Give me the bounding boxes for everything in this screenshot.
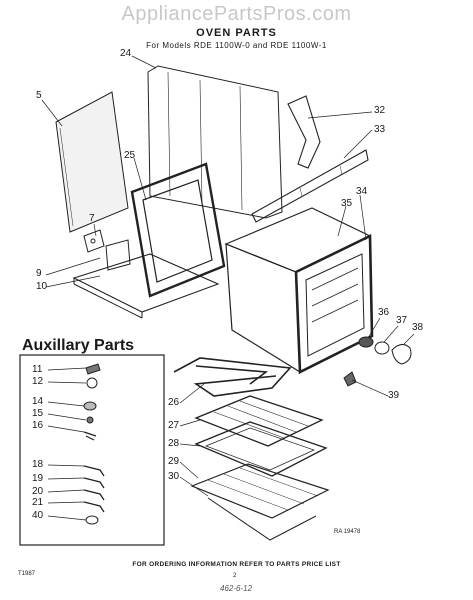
broiler-pan-part-28 [194,421,328,477]
front-frame-part-25 [130,162,226,298]
page-number: 2 [233,573,237,579]
callout-29: 29 [168,456,180,467]
support-rail-part-33 [251,149,369,223]
ordering-info-note: FOR ORDERING INFORMATION REFER TO PARTS … [132,561,341,568]
side-panel-part-5 [55,91,129,233]
callout-30: 30 [168,471,180,482]
aux-callout-11: 11 [32,364,43,375]
base-part-10 [72,253,220,319]
aux-callout-19: 19 [32,473,44,484]
callout-39: 39 [388,390,400,401]
callout-28: 28 [168,438,180,449]
oven-liner-part-35 [224,207,374,375]
callout-32: 32 [374,105,386,116]
callout-26: 26 [168,397,180,408]
oven-light-assembly [358,336,412,365]
callout-36: 36 [378,307,390,318]
back-wall-part-24 [147,65,283,219]
diagram-code: RA 19478 [334,529,361,535]
broiler-grid-part-27 [194,395,324,447]
aux-part-icons [83,363,105,525]
aux-callout-14: 14 [32,396,44,407]
callout-10: 10 [36,281,48,292]
vent-tube-part-32 [287,95,321,169]
aux-callout-12: 12 [32,376,44,387]
callout-33: 33 [374,124,386,135]
aux-callout-40: 40 [32,510,44,521]
callout-34: 34 [356,186,368,197]
aux-callout-18: 18 [32,459,44,470]
callout-35: 35 [341,198,353,209]
callout-27: 27 [168,420,180,431]
leader-lines [41,55,415,521]
callout-5: 5 [36,90,42,101]
auxiliary-parts-heading: Auxillary Parts [22,337,135,354]
cabinet-side-piece [105,239,131,271]
bracket-part-7 [83,229,105,253]
diagram-subtitle: For Models RDE 1100W-0 and RDE 1100W-1 [146,41,327,50]
aux-callout-15: 15 [32,408,44,419]
callout-9: 9 [36,268,42,279]
handwritten-note: 462-6-12 [220,584,253,593]
auxiliary-parts-box [19,354,165,546]
callout-24: 24 [120,48,132,59]
callout-7: 7 [89,213,95,224]
callout-37: 37 [396,315,408,326]
callout-25: 25 [124,150,136,161]
aux-callout-20: 20 [32,486,44,497]
diagram-title: OVEN PARTS [196,27,277,39]
aux-callout-21: 21 [32,497,44,508]
aux-callout-16: 16 [32,420,44,431]
corner-code: T1987 [18,571,36,577]
watermark-text: AppliancePartsPros.com [121,3,352,25]
callout-38: 38 [412,322,424,333]
bake-element-part-26 [173,357,292,397]
clip-part-39 [343,371,357,387]
oven-rack-part-30 [190,463,330,541]
